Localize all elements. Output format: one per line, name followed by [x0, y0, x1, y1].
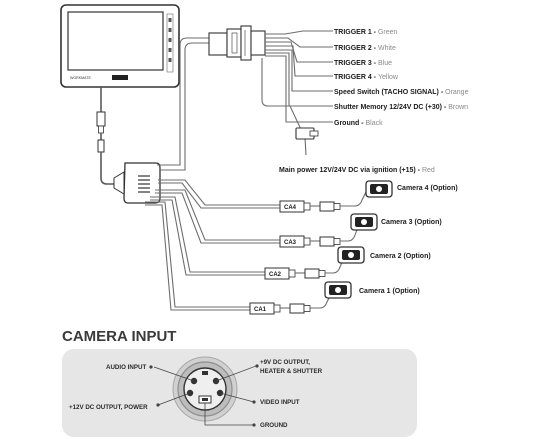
trigger-connector — [208, 25, 266, 61]
trigger-4-label: TRIGGER 4 - Yellow — [334, 74, 399, 81]
trigger-3-label: TRIGGER 3 - Blue — [334, 60, 392, 67]
camera-2-line: CA2 Camera 2 (Option) — [264, 246, 431, 280]
ground-pin-label: GROUND — [260, 422, 288, 429]
ca2-tag: CA2 — [269, 272, 282, 278]
trigger-wires — [261, 30, 333, 156]
monitor-brand: WORKMATE — [70, 76, 91, 80]
splitter-hub — [113, 162, 161, 204]
din-connector — [172, 356, 238, 422]
video-input-label: VIDEO INPUT — [260, 399, 300, 406]
trigger-1-label: TRIGGER 1 - Green — [334, 29, 398, 36]
camera-3-label: Camera 3 (Option) — [381, 219, 442, 226]
hub-to-connector-wire — [157, 37, 210, 166]
camera-4-icon — [365, 180, 393, 198]
ca1-tag: CA1 — [254, 307, 267, 313]
speed-switch-label: Speed Switch (TACHO SIGNAL) - Orange — [334, 89, 469, 96]
dc12v-label: +12V DC OUTPUT, POWER — [69, 404, 148, 411]
ca4-tag: CA4 — [284, 205, 297, 211]
trigger-labels: TRIGGER 1 - Green TRIGGER 2 - White TRIG… — [279, 29, 469, 174]
camera-input-panel — [62, 349, 417, 437]
hub-to-connector-wire-2 — [160, 42, 210, 171]
shutter-memory-label: Shutter Memory 12/24V DC (+30) - Brown — [334, 104, 468, 111]
camera-4-label: Camera 4 (Option) — [397, 185, 458, 192]
camera-3-line: CA3 Camera 3 (Option) — [279, 213, 442, 248]
trigger-2-label: TRIGGER 2 - White — [334, 45, 396, 52]
monitor-logo — [112, 75, 128, 80]
monitor-buttons — [168, 18, 172, 62]
audio-input-label: AUDIO INPUT — [106, 364, 146, 371]
monitor-cable — [96, 87, 120, 185]
camera-cables — [145, 179, 280, 311]
ca3-tag: CA3 — [284, 240, 297, 246]
camera-1-icon — [324, 281, 352, 299]
dc9v-label-line2: HEATER & SHUTTER — [260, 368, 323, 375]
camera-2-label: Camera 2 (Option) — [370, 253, 431, 260]
camera-1-line: CA1 Camera 1 (Option) — [249, 281, 420, 315]
monitor: WORKMATE — [60, 4, 180, 88]
main-power-label: Main power 12V/24V DC via ignition (+15)… — [279, 167, 435, 174]
camera-1-label: Camera 1 (Option) — [359, 288, 420, 295]
camera-2-icon — [337, 246, 365, 264]
camera-4-line: CA4 Camera 4 (Option) — [279, 180, 458, 213]
dc9v-label-line1: +9V DC OUTPUT, — [260, 359, 310, 366]
ground-label: Ground - Black — [334, 120, 383, 127]
camera-input-title: CAMERA INPUT — [62, 328, 176, 345]
pin-leaders — [153, 365, 257, 426]
camera-3-icon — [350, 213, 378, 231]
